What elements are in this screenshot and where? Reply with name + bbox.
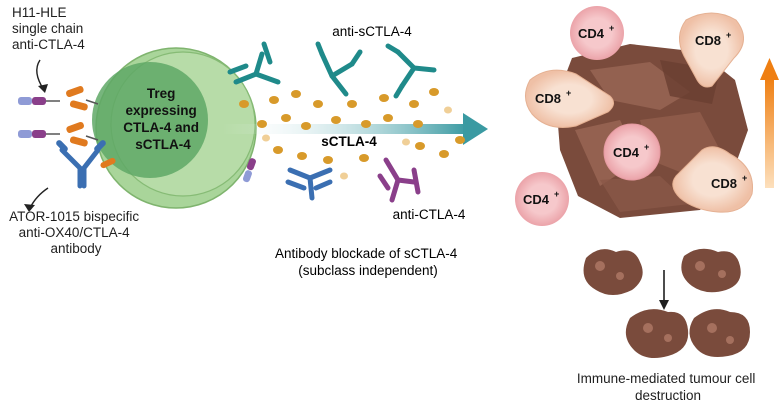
- svg-text:CD8: CD8: [535, 91, 561, 106]
- cd8-cell: CD8 +: [679, 12, 744, 88]
- cd4-cell: CD4 +: [603, 123, 661, 181]
- svg-text:+: +: [609, 23, 614, 33]
- blockade-label: Antibody blockade of sCTLA-4 (subclass i…: [275, 246, 461, 278]
- anti-ctla4-label: anti-CTLA-4: [393, 207, 466, 222]
- blue-antibody: [285, 167, 333, 201]
- ctla4-receptor: [66, 86, 99, 111]
- tumour-fragment: [583, 249, 643, 295]
- teal-antibody: [315, 41, 363, 97]
- anti-sctla4-label: anti-sCTLA-4: [332, 24, 412, 39]
- h11-label: H11-HLE single chain anti-CTLA-4: [12, 5, 87, 52]
- teal-antibody: [227, 41, 281, 85]
- svg-text:+: +: [644, 142, 649, 152]
- cd4-cell: CD4 +: [570, 6, 624, 60]
- svg-text:CD8: CD8: [711, 176, 737, 191]
- sctla4-label: sCTLA-4: [321, 134, 377, 149]
- down-arrow: [659, 270, 669, 310]
- sctla4-molecules-faint: [262, 106, 452, 180]
- svg-text:+: +: [726, 30, 731, 40]
- immune-label: Immune-mediated tumour cell destruction: [577, 371, 759, 403]
- arrowhead-icon: [24, 204, 35, 212]
- arrowhead-icon: [38, 84, 48, 93]
- svg-text:CD4: CD4: [613, 145, 640, 160]
- ator-label: ATOR-1015 bispecific anti-OX40/CTLA-4 an…: [9, 209, 143, 256]
- svg-text:+: +: [566, 88, 571, 98]
- tumour-fragment: [625, 309, 689, 358]
- teal-antibody: [385, 43, 437, 99]
- tumour-fragment: [681, 248, 741, 293]
- svg-text:CD8: CD8: [695, 33, 721, 48]
- svg-text:+: +: [742, 173, 747, 183]
- scfv-antibody: [242, 158, 256, 183]
- svg-text:CD4: CD4: [523, 192, 550, 207]
- main-arrow: [222, 113, 488, 145]
- scfv-antibody: [18, 130, 60, 138]
- svg-text:+: +: [554, 189, 559, 199]
- ox40-receptor: [100, 157, 116, 169]
- tumour-fragment: [689, 309, 750, 357]
- purple-antibody: [377, 157, 421, 203]
- svg-text:CD4: CD4: [578, 26, 605, 41]
- cd4-cell: CD4 +: [515, 172, 569, 226]
- increase-arrow: [760, 58, 779, 188]
- bispecific-antibody: [56, 140, 106, 189]
- sctla4-molecules: [239, 88, 465, 164]
- cd8-cell: CD8 +: [525, 69, 614, 128]
- cd8-cell: CD8 +: [672, 146, 754, 213]
- scfv-antibody: [18, 97, 60, 105]
- treg-label: Treg expressing CTLA-4 and sCTLA-4: [123, 86, 203, 152]
- ctla4-receptor: [66, 121, 99, 147]
